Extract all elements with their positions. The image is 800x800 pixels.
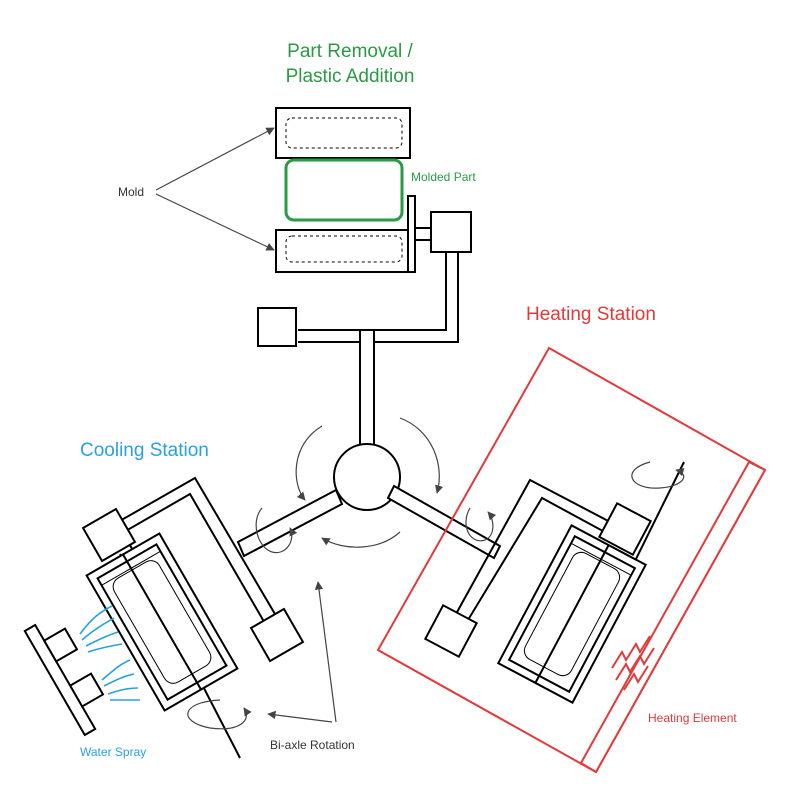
heating-station-title: Heating Station [526, 304, 656, 325]
rotation-hub [333, 443, 401, 511]
cooling-motor-box [249, 607, 305, 663]
cooling-station-title: Cooling Station [80, 440, 209, 461]
hub-arm-left [236, 488, 344, 558]
part-removal-title-line2: Plastic Addition [286, 66, 415, 87]
heating-axis-rotation-arrow [631, 461, 685, 489]
mold-top-half [275, 107, 411, 159]
motor-box-top [430, 211, 472, 253]
mold-label: Mold [118, 185, 144, 199]
mold-connector [414, 227, 432, 241]
water-spray-bar [23, 623, 105, 737]
hub-rotation-arrow-right [399, 417, 444, 494]
hub-arm-vertical [359, 329, 375, 451]
heating-motor-box-2 [597, 501, 653, 557]
part-removal-title-line1: Part Removal / [287, 41, 413, 62]
mold-bottom-half [275, 229, 411, 273]
heating-element-label: Heating Element [648, 711, 737, 725]
water-spray-label: Water Spray [80, 745, 146, 759]
heating-motor-box [423, 603, 479, 659]
top-motor-shaft [298, 252, 447, 331]
bi-axle-rotation-label: Bi-axle Rotation [270, 738, 355, 752]
molded-part [284, 158, 404, 222]
bi-axle-arrow-left [267, 710, 333, 723]
heating-arm-rotation-arrow [465, 507, 497, 542]
motor-box-left [257, 307, 297, 347]
mold-arrow-bottom [155, 193, 275, 251]
cooling-axis-rotation-arrow [187, 699, 252, 730]
hub-rotation-arrow-bottom [321, 531, 401, 548]
molded-part-label: Molded Part [411, 170, 476, 184]
hub-rotation-arrow-left [295, 425, 323, 501]
mold-support-plate [407, 195, 416, 273]
bi-axle-arrow-up [314, 581, 337, 723]
hub-arm-right [386, 484, 502, 560]
heating-element-icon [611, 635, 655, 691]
heating-mold-assembly [497, 524, 647, 704]
cooling-arm-rotation-arrow [255, 507, 298, 554]
mold-arrow-top [155, 127, 275, 191]
water-spray-lines [79, 605, 140, 701]
cooling-motor-box-2 [81, 507, 137, 563]
